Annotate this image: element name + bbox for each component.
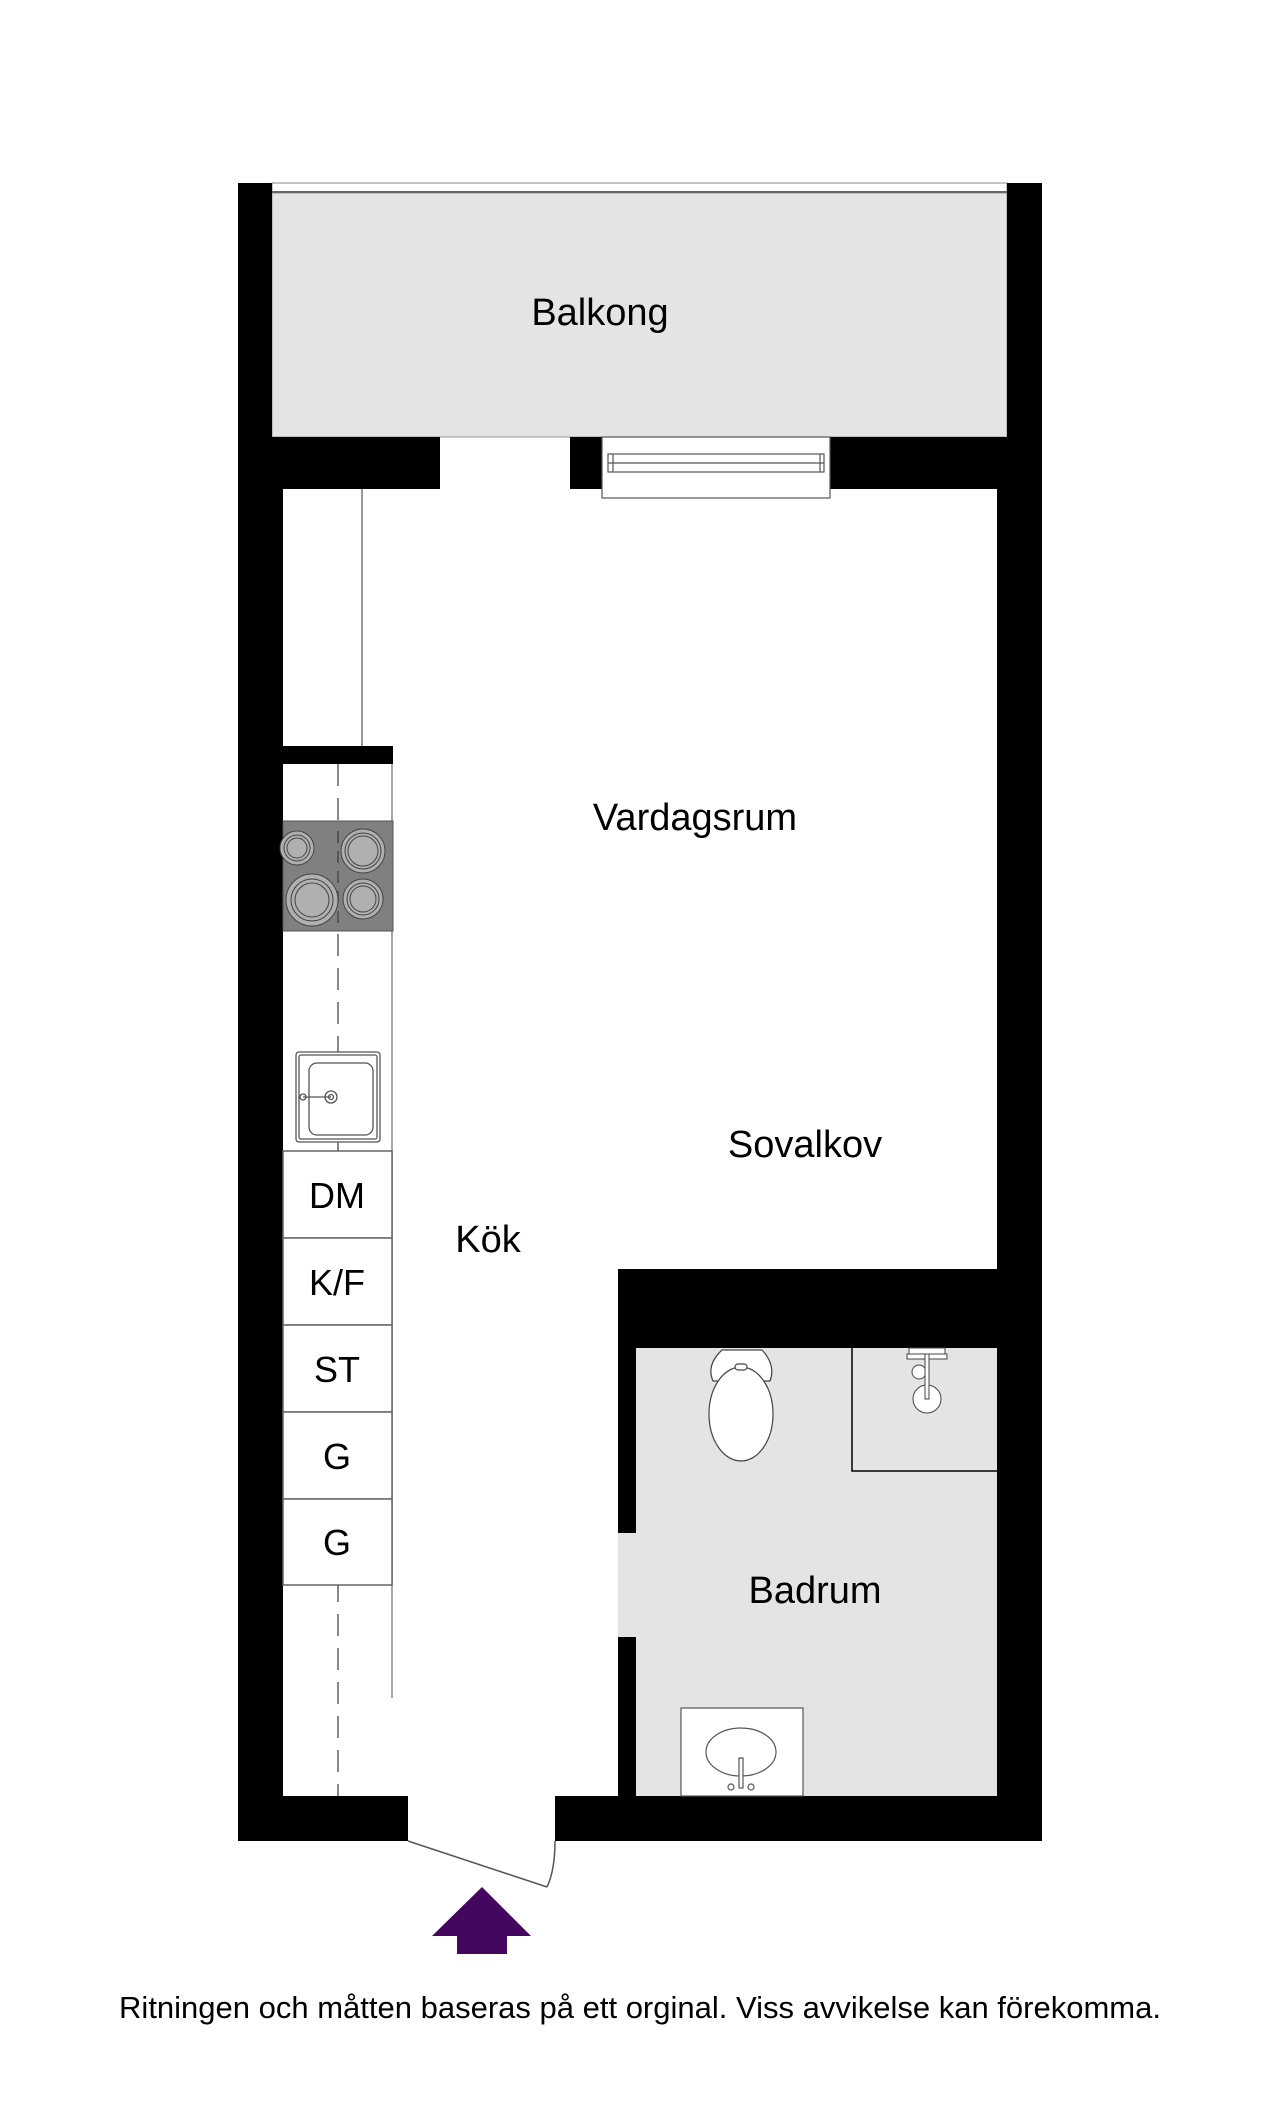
kitchen-counter: DM K/F ST G G (279, 764, 394, 1796)
kitchen-unit-fridge-freezer: K/F (309, 1262, 365, 1303)
shower-area (851, 1347, 997, 1472)
walls (238, 183, 1042, 1841)
stove-icon (279, 820, 394, 932)
room-label-living-room: Vardagsrum (593, 797, 797, 839)
kitchen-sink-icon (295, 1051, 381, 1143)
kitchen-unit-cells (282, 1150, 393, 1586)
room-label-balcony: Balkong (531, 292, 668, 334)
kitchen-unit-cabinet: G (323, 1522, 351, 1563)
up-arrow-icon (432, 1887, 531, 1954)
shower-icon (906, 1347, 948, 1414)
kitchen-unit-cabinet: G (323, 1436, 351, 1477)
kitchen-unit-dishwasher: DM (309, 1175, 365, 1216)
window (601, 436, 831, 499)
room-label-kitchen: Kök (455, 1219, 521, 1261)
entrance-door (407, 1840, 556, 1888)
bathroom-sink-icon (680, 1707, 804, 1797)
disclaimer-text: Ritningen och måtten baseras på ett orgi… (119, 1990, 1161, 2025)
room-label-sleeping-alcove: Sovalkov (728, 1124, 882, 1166)
room-label-bathroom: Badrum (748, 1570, 881, 1612)
balcony: Balkong (271, 182, 1008, 438)
kitchen-unit-stove: ST (314, 1349, 360, 1390)
toilet-icon (708, 1349, 774, 1462)
